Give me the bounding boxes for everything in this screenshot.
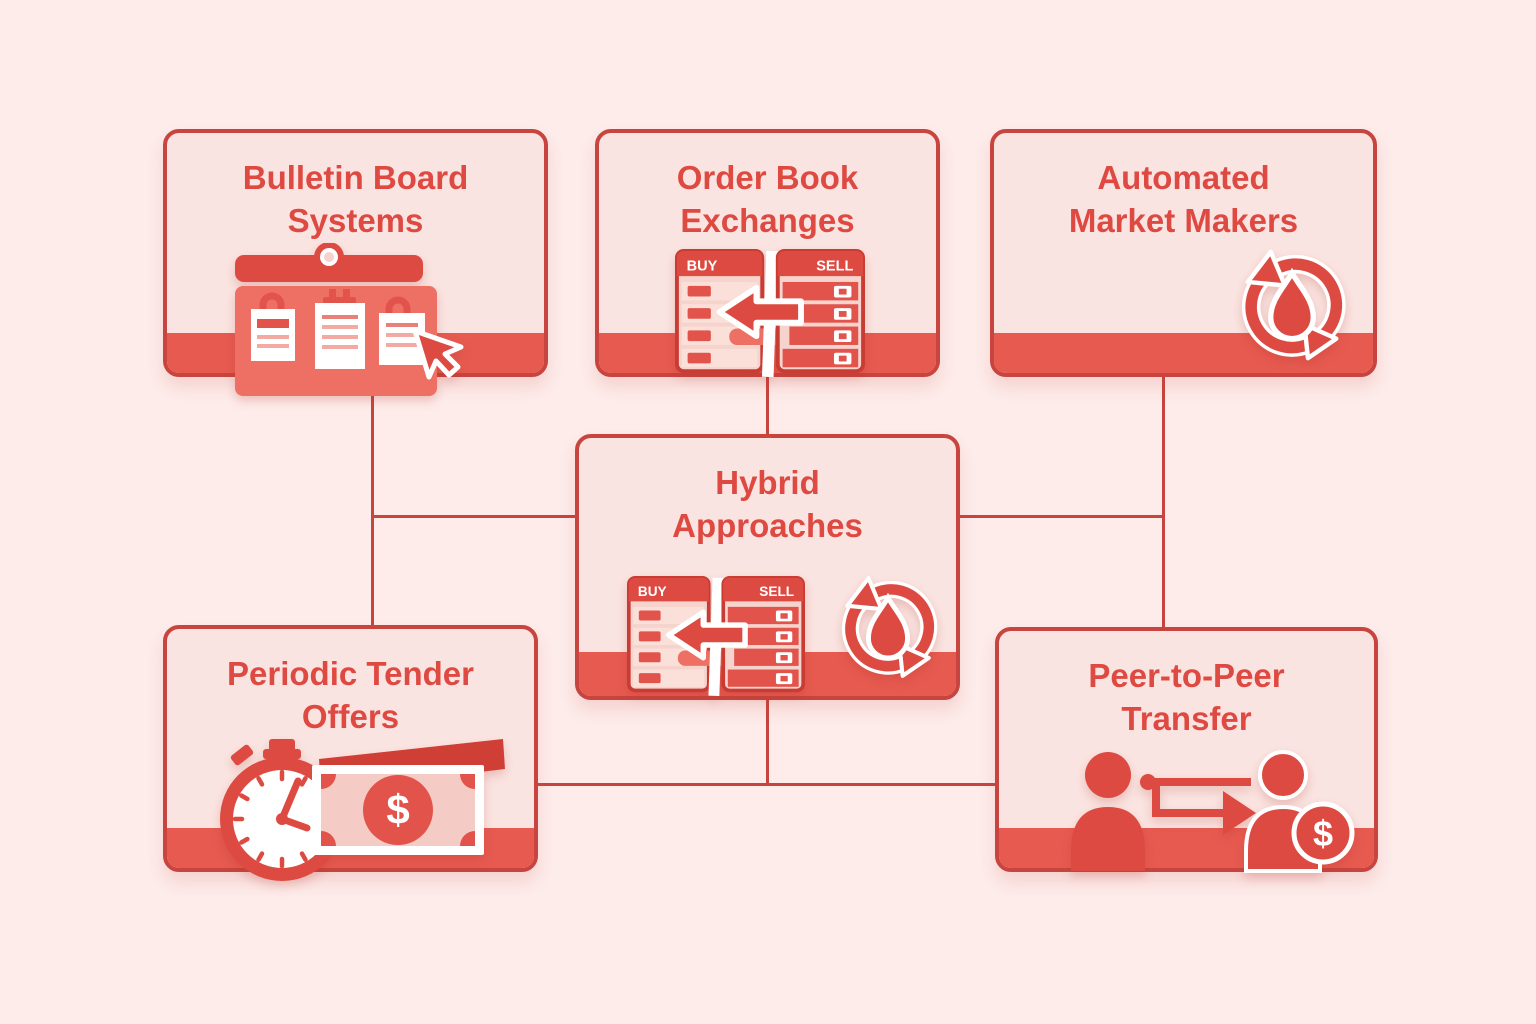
card-title: Bulletin Board Systems	[167, 133, 544, 242]
liquidity-drop-icon	[866, 592, 910, 661]
liquidity-cycle-icon	[1241, 249, 1346, 361]
dollar-sign: $	[1313, 813, 1333, 854]
sell-panel: SELL	[713, 576, 805, 693]
sell-label: SELL	[759, 584, 794, 599]
transfer-arrow-icon	[1140, 774, 1256, 835]
peer-transfer-icon: $	[1071, 750, 1355, 873]
connector-amm-to-p2p	[1162, 376, 1165, 629]
connector-hybrid-to-right	[958, 515, 1165, 518]
title-line: Hybrid	[715, 464, 820, 501]
card-peer-to-peer-transfer: Peer-to-Peer Transfer $	[995, 627, 1378, 873]
dollar-coin-icon: $	[1291, 801, 1355, 865]
banknote-icon: $	[312, 739, 505, 855]
card-title: Order Book Exchanges	[599, 133, 936, 242]
cursor-icon	[412, 328, 464, 380]
title-line: Order Book	[676, 159, 859, 196]
card-order-book-exchanges: Order Book Exchanges BUY	[595, 129, 940, 378]
dollar-sign: $	[386, 786, 409, 833]
title-line: Market Makers	[1068, 202, 1299, 239]
card-automated-market-makers: Automated Market Makers	[990, 129, 1377, 377]
card-title: Periodic Tender Offers	[167, 629, 534, 738]
match-arrow-icon	[666, 609, 748, 661]
pinned-note-icon	[251, 292, 295, 361]
connector-orderbook-to-hybrid	[766, 376, 769, 437]
bulletin-board-icon	[235, 243, 464, 396]
connector-bulletin-to-tender	[371, 376, 374, 627]
tender-offer-icon: $	[220, 739, 505, 881]
liquidity-cycle-icon	[841, 576, 938, 678]
card-title: Automated Market Makers	[994, 133, 1373, 242]
sender-person-icon	[1071, 752, 1145, 871]
buy-label: BUY	[638, 584, 667, 599]
card-title: Peer-to-Peer Transfer	[999, 631, 1374, 740]
match-arrow-icon	[716, 284, 804, 340]
buy-label: BUY	[687, 258, 718, 274]
title-line: Transfer	[1121, 700, 1252, 737]
title-line: Approaches	[672, 507, 863, 544]
pinned-note-icon	[315, 289, 365, 369]
order-book-icon: BUY SELL	[627, 576, 805, 697]
title-line: Automated	[1097, 159, 1270, 196]
title-line: Periodic Tender	[227, 655, 474, 692]
connector-hybrid-down	[766, 698, 769, 786]
card-periodic-tender-offers: Periodic Tender Offers	[163, 625, 538, 881]
title-line: Bulletin Board	[242, 159, 469, 196]
title-line: Offers	[301, 698, 400, 735]
connector-bottom	[536, 783, 997, 786]
connector-left-to-hybrid	[371, 515, 577, 518]
title-line: Systems	[287, 202, 424, 239]
card-hybrid-approaches: Hybrid Approaches BUY	[575, 434, 960, 700]
liquidity-drop-icon	[1268, 267, 1316, 342]
card-bulletin-board-systems: Bulletin Board Systems	[163, 129, 548, 396]
title-line: Peer-to-Peer	[1088, 657, 1285, 694]
order-book-icon: BUY SELL	[675, 249, 865, 378]
sell-label: SELL	[816, 258, 853, 274]
title-line: Exchanges	[680, 202, 855, 239]
card-title: Hybrid Approaches	[579, 438, 956, 547]
